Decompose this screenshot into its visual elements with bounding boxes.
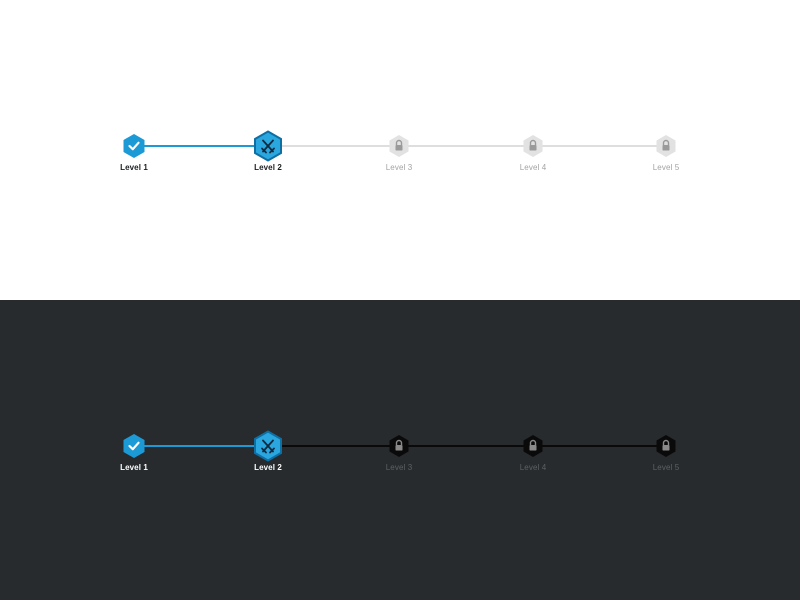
- step-level-4[interactable]: Level 4: [493, 0, 573, 300]
- step-label: Level 2: [254, 463, 282, 472]
- lock-icon: [388, 134, 410, 158]
- level-progress-stepper-dark: Level 1 Level 2: [0, 300, 800, 600]
- connector-line: [134, 145, 268, 147]
- lock-icon: [522, 134, 544, 158]
- step-label: Level 3: [385, 463, 413, 472]
- connector-line: [134, 445, 268, 447]
- light-theme-panel: Level 1 Level 2: [94, 0, 706, 300]
- lock-icon: [388, 434, 410, 458]
- step-level-2[interactable]: Level 2: [228, 0, 308, 300]
- lock-icon: [655, 434, 677, 458]
- step-label: Level 1: [120, 163, 148, 172]
- step-level-1[interactable]: Level 1: [94, 300, 174, 600]
- step-label: Level 1: [120, 463, 148, 472]
- connector-line: [533, 445, 666, 447]
- level-progress-stepper-light: Level 1 Level 2: [94, 0, 706, 300]
- step-label: Level 4: [519, 463, 547, 472]
- check-icon: [122, 433, 146, 459]
- step-label: Level 2: [254, 163, 282, 172]
- step-label: Level 5: [652, 463, 680, 472]
- crossed-swords-icon: [253, 130, 283, 162]
- connector-line: [268, 445, 399, 447]
- connector-line: [399, 445, 533, 447]
- lock-icon: [522, 434, 544, 458]
- connector-line: [533, 145, 666, 147]
- step-label: Level 4: [519, 163, 547, 172]
- dark-theme-panel: Level 1 Level 2: [0, 300, 800, 600]
- lock-icon: [655, 134, 677, 158]
- step-level-5[interactable]: Level 5: [626, 0, 706, 300]
- step-level-5[interactable]: Level 5: [626, 300, 706, 600]
- step-level-3[interactable]: Level 3: [359, 0, 439, 300]
- step-label: Level 3: [385, 163, 413, 172]
- check-icon: [122, 133, 146, 159]
- step-label: Level 5: [652, 163, 680, 172]
- step-level-2[interactable]: Level 2: [228, 300, 308, 600]
- connector-line: [268, 145, 399, 147]
- connector-line: [399, 145, 533, 147]
- step-level-4[interactable]: Level 4: [493, 300, 573, 600]
- step-level-3[interactable]: Level 3: [359, 300, 439, 600]
- step-level-1[interactable]: Level 1: [94, 0, 174, 300]
- crossed-swords-icon: [253, 430, 283, 462]
